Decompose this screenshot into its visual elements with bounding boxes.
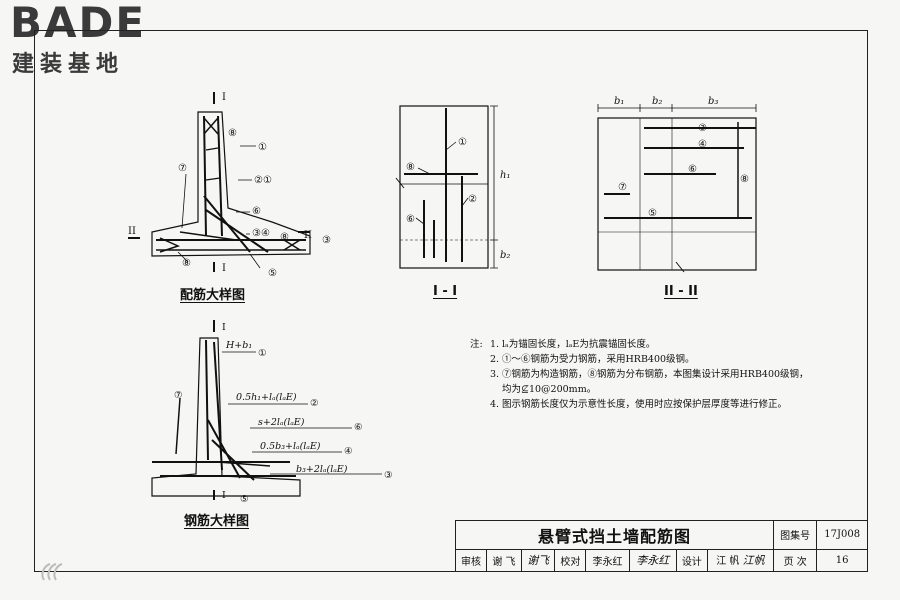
note-text: ①～⑥钢筋为受力钢筋，采用HRB400级钢。	[502, 354, 695, 365]
callout: ⑥	[406, 214, 415, 225]
note-row: 2.①～⑥钢筋为受力钢筋，采用HRB400级钢。	[490, 354, 695, 365]
callout: ⑦	[174, 390, 183, 401]
logo-word: BADE	[10, 0, 147, 47]
design-notes: 注:1.lₐ为锚固长度，lₐE为抗震锚固长度。 2.①～⑥钢筋为受力钢筋，采用H…	[470, 337, 850, 412]
rebar-detail-figure: I I II II ⑧ ① ②① ⑥ ③④ ⑧ ③ ⑤ ⑦ ⑧	[128, 92, 331, 279]
callout: ④	[344, 446, 353, 457]
callout: ⑥	[252, 206, 261, 217]
designer-name: 江 帆	[716, 556, 740, 568]
bar-detail-caption: 钢筋大样图	[184, 514, 250, 529]
callout: ②①	[254, 175, 272, 186]
callout: ③	[322, 235, 331, 246]
bar-length-label: b₃+2lₐ(lₐE)	[296, 464, 348, 475]
dim-b1: b₁	[614, 96, 624, 107]
dim-b2: b₂	[652, 96, 662, 107]
note-row: 4.图示钢筋长度仅为示意性长度，使用时应按保护层厚度等进行修正。	[490, 399, 788, 410]
review-label: 审核	[455, 548, 487, 573]
note-text: ⑦钢筋为构造钢筋，⑧钢筋为分布钢筋，本图集设计采用HRB400级钢，	[502, 369, 809, 380]
atlas-label: 图集号	[772, 520, 818, 550]
designer-cell: 江 帆 江帆	[706, 548, 774, 573]
note-row: 均为⊈10@200mm。	[470, 382, 850, 397]
section-1-figure: h₁ b₂ ① ② ⑥ ⑧	[395, 105, 510, 269]
callout: ②	[310, 398, 319, 409]
bar-length-label: 0.5b₃+lₐ(lₐE)	[260, 441, 321, 452]
callout: ⑥	[688, 164, 697, 175]
callout: ③	[698, 123, 707, 134]
callout: ⑧	[740, 174, 749, 185]
callout: ②	[468, 194, 477, 205]
callout: ⑧	[280, 232, 289, 243]
atlas-number: 17J008	[816, 520, 868, 550]
dim-b3: b₃	[708, 96, 718, 107]
page-label: 页 次	[772, 548, 818, 573]
dim-b2: b₂	[500, 250, 510, 261]
checker-name: 李永红	[585, 548, 630, 573]
callout: ⑤	[240, 494, 249, 505]
section-mark-bottom: I	[222, 490, 226, 501]
reviewer-signature: 谢飞	[520, 548, 556, 573]
company-logo: BADE 建装基地	[8, 0, 168, 77]
sheet-frame	[34, 30, 868, 572]
note-text: 图示钢筋长度仅为示意性长度，使用时应按保护层厚度等进行修正。	[502, 399, 788, 410]
drawing-title: 悬臂式挡土墙配筋图	[455, 520, 774, 550]
callout: ⑧	[406, 162, 415, 173]
section-mark-right: II	[304, 230, 312, 241]
callout: ⑧	[228, 128, 237, 139]
callout: ⑧	[182, 258, 191, 269]
callout: ④	[698, 139, 707, 150]
callout: ⑤	[268, 268, 277, 279]
note-row: 3.⑦钢筋为构造钢筋，⑧钢筋为分布钢筋，本图集设计采用HRB400级钢，	[490, 369, 809, 380]
callout: ⑦	[178, 163, 187, 174]
section-2-figure: b₁ b₂ b₃ ③ ④ ⑥ ⑦ ⑤ ⑧	[597, 96, 757, 273]
callout: ⑦	[618, 182, 627, 193]
dim-h1: h₁	[500, 170, 510, 181]
bar-length-label: s+2lₐ(lₐE)	[258, 417, 305, 428]
designer-signature: 江帆	[742, 554, 765, 568]
callout: ⑤	[648, 208, 657, 219]
section-mark-top: I	[222, 92, 226, 103]
notes-label: 注:	[470, 339, 483, 350]
callout: ⑥	[354, 422, 363, 433]
callout: ①	[258, 348, 267, 359]
callout: ①	[258, 142, 267, 153]
checker-signature: 李永红	[628, 548, 677, 573]
bar-length-label: H+b₁	[225, 340, 252, 351]
check-label: 校对	[554, 548, 587, 573]
bar-length-label: 0.5h₁+lₐ(lₐE)	[236, 392, 297, 403]
note-text: 均为⊈10@200mm。	[502, 384, 597, 395]
page-number: 16	[816, 548, 868, 573]
section-2-caption: II - II	[664, 284, 698, 299]
section-mark-left: II	[128, 226, 136, 237]
watermark-icon	[41, 563, 63, 581]
design-label: 设计	[675, 548, 708, 573]
note-text: lₐ为锚固长度，lₐE为抗震锚固长度。	[502, 339, 656, 350]
title-block: 悬臂式挡土墙配筋图 图集号 17J008 审核 谢 飞 谢飞 校对 李永红 李永…	[455, 520, 868, 573]
note-row: 注:1.lₐ为锚固长度，lₐE为抗震锚固长度。	[470, 339, 656, 350]
reviewer-name: 谢 飞	[485, 548, 522, 573]
section-1-caption: I - I	[433, 284, 458, 299]
callout: ③④	[252, 228, 270, 239]
bar-detail-figure: I I H+b₁ 0.5h₁+lₐ(lₐE) s+2lₐ(lₐE) 0.5b₃+…	[151, 320, 393, 505]
section-mark-top: I	[222, 322, 226, 333]
rebar-detail-caption: 配筋大样图	[180, 288, 246, 303]
section-mark-bottom: I	[222, 263, 226, 274]
callout: ③	[384, 470, 393, 481]
logo-subtitle: 建装基地	[12, 52, 125, 77]
callout: ①	[458, 137, 467, 148]
